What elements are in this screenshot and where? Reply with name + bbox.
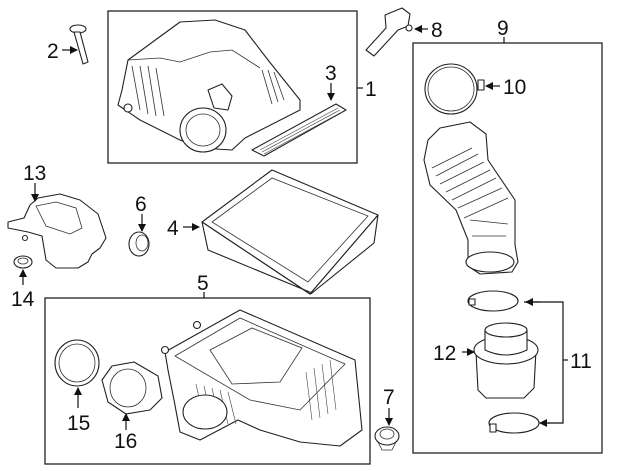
- group-border: [44, 297, 371, 465]
- air-filter-drawing[interactable]: 4: [167, 169, 379, 295]
- group-box-1: 1: [107, 10, 377, 164]
- adapter-drawing[interactable]: 16: [101, 361, 163, 453]
- callout-7[interactable]: 7: [383, 386, 395, 409]
- resonator-drawing[interactable]: 12: [433, 322, 539, 399]
- callout-8[interactable]: 8: [431, 19, 443, 42]
- hose-clamp-drawing[interactable]: 10: [424, 63, 526, 115]
- callout-2[interactable]: 2: [47, 40, 59, 63]
- maf-sensor-drawing[interactable]: 8: [365, 7, 443, 57]
- callout-12[interactable]: 12: [433, 342, 456, 365]
- bolt-drawing[interactable]: 2: [47, 24, 89, 65]
- clamps-drawing[interactable]: 11: [467, 290, 592, 434]
- filter-insert-drawing[interactable]: 3: [251, 62, 347, 157]
- callout-bracket: [524, 301, 564, 424]
- callout-9[interactable]: 9: [497, 17, 509, 40]
- grommet-7-drawing[interactable]: 7: [374, 386, 400, 451]
- seal-ring-drawing[interactable]: 15: [54, 339, 100, 435]
- callout-3[interactable]: 3: [325, 62, 337, 85]
- callout-15[interactable]: 15: [67, 412, 90, 435]
- callout-4[interactable]: 4: [167, 217, 179, 240]
- callout-14[interactable]: 14: [11, 288, 35, 311]
- group-box-9: 9: [412, 17, 603, 454]
- air-cleaner-cover-drawing[interactable]: [117, 19, 301, 153]
- callout-6[interactable]: 6: [135, 193, 147, 216]
- callout-16[interactable]: 16: [114, 430, 137, 453]
- group-box-5: 5: [44, 272, 371, 465]
- group-border: [107, 10, 358, 164]
- inlet-duct-drawing[interactable]: 13: [7, 162, 107, 269]
- callout-13[interactable]: 13: [23, 162, 46, 185]
- grommet-6-drawing[interactable]: 6: [128, 193, 150, 257]
- grommet-14-drawing[interactable]: 14: [11, 255, 35, 311]
- group-border: [412, 42, 603, 454]
- callout-10[interactable]: 10: [503, 76, 526, 99]
- callout-11[interactable]: 11: [570, 350, 592, 373]
- intake-duct-drawing[interactable]: [423, 121, 519, 275]
- air-cleaner-housing-drawing[interactable]: [160, 309, 363, 447]
- callout-1[interactable]: 1: [365, 78, 377, 101]
- callout-5[interactable]: 5: [197, 272, 209, 295]
